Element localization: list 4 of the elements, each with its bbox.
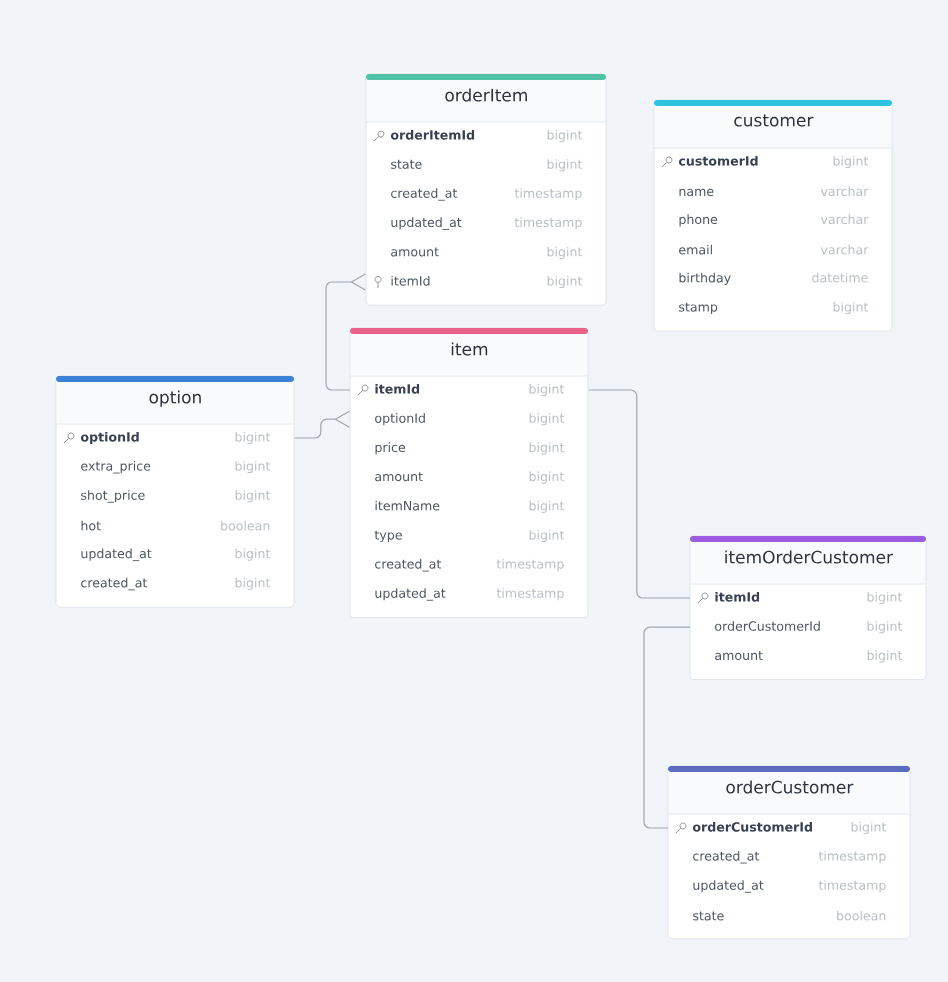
connector-line [325,273,366,391]
connector-line [294,410,350,439]
connector-line [643,626,691,829]
connector-line [588,389,691,599]
